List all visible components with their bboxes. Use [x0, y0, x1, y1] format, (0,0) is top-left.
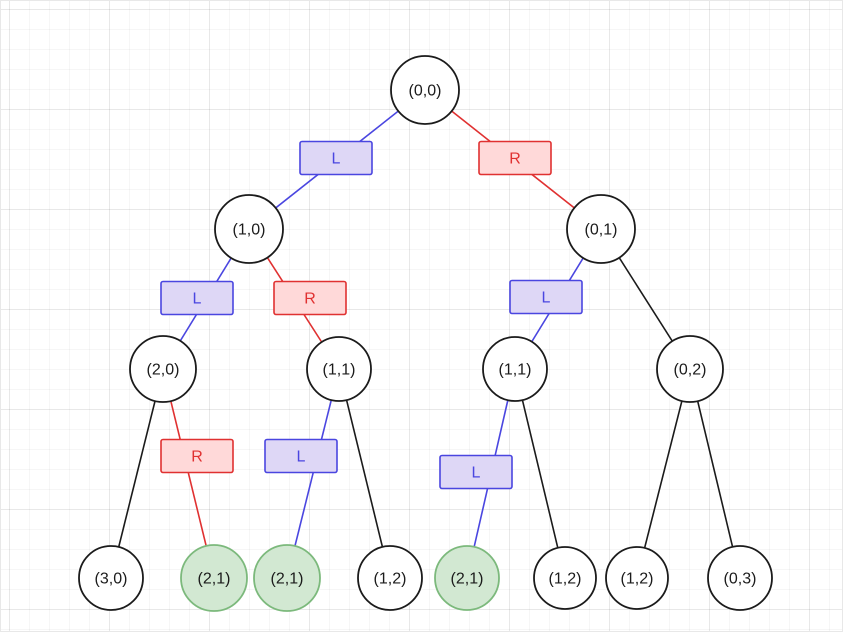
tree-node[interactable]: (1,0): [214, 194, 284, 264]
tree-edge: [162, 368, 215, 579]
tree-node[interactable]: (2,1): [180, 544, 248, 612]
tree-node[interactable]: (0,2): [656, 335, 724, 403]
edge-label-text: R: [509, 151, 521, 168]
node-label: (0,1): [585, 222, 618, 239]
node-label: (1,2): [621, 571, 654, 588]
tree-node[interactable]: (3,0): [78, 545, 144, 611]
node-label: (2,1): [451, 571, 484, 588]
edge-label-L[interactable]: L: [160, 280, 234, 316]
node-label: (0,2): [674, 362, 707, 379]
tree-node[interactable]: (1,2): [533, 546, 597, 610]
edge-label-text: R: [191, 449, 203, 466]
edge-label-R[interactable]: R: [478, 140, 552, 176]
node-label: (1,2): [374, 571, 407, 588]
edge-label-R[interactable]: R: [160, 438, 234, 474]
tree-node[interactable]: (1,2): [605, 546, 669, 610]
edge-label-text: L: [542, 290, 551, 307]
edge-label-text: L: [297, 449, 306, 466]
tree-edge: [514, 368, 566, 579]
tree-node[interactable]: (1,1): [482, 336, 548, 402]
edge-label-L[interactable]: L: [264, 438, 338, 474]
edge-label-L[interactable]: L: [509, 279, 583, 315]
node-label: (1,1): [499, 362, 532, 379]
node-label: (2,0): [147, 362, 180, 379]
tree-node[interactable]: (2,0): [129, 335, 197, 403]
node-label: (1,2): [549, 571, 582, 588]
tree-edge: [110, 368, 164, 579]
tree-node[interactable]: (2,1): [253, 544, 321, 612]
edge-label-text: L: [332, 151, 341, 168]
tree-edge: [338, 368, 391, 579]
tree-node[interactable]: (0,0): [390, 55, 460, 125]
tree-node[interactable]: (1,1): [306, 336, 372, 402]
node-label: (3,0): [95, 571, 128, 588]
tree-node[interactable]: (0,1): [566, 194, 636, 264]
edge-label-text: L: [193, 291, 202, 308]
edge-label-R[interactable]: R: [273, 280, 347, 316]
tree-edge: [689, 368, 741, 579]
tree-node[interactable]: (2,1): [434, 545, 500, 611]
node-label: (2,1): [271, 571, 304, 588]
node-label: (0,0): [409, 83, 442, 100]
edge-label-text: L: [472, 465, 481, 482]
tree-node[interactable]: (0,3): [707, 545, 773, 611]
node-label: (1,1): [323, 362, 356, 379]
edge-label-L[interactable]: L: [299, 140, 373, 176]
edge-label-text: R: [304, 291, 316, 308]
node-label: (1,0): [233, 222, 266, 239]
node-label: (2,1): [198, 571, 231, 588]
tree-edge: [636, 368, 691, 579]
edge-label-L[interactable]: L: [439, 454, 513, 490]
tree-edge: [286, 368, 340, 579]
tree-node[interactable]: (1,2): [357, 545, 423, 611]
node-label: (0,3): [724, 571, 757, 588]
